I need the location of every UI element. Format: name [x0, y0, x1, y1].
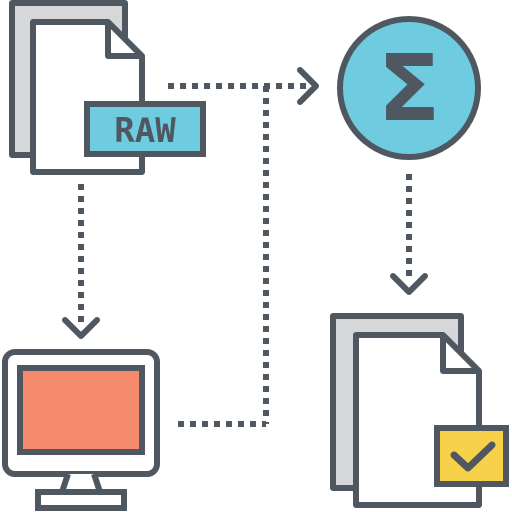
check-badge	[434, 425, 509, 487]
monitor-screen	[17, 365, 145, 455]
sigma-process-icon: Σ	[337, 16, 481, 160]
verified-file-icon	[330, 313, 509, 508]
sigma-symbol: Σ	[378, 35, 441, 142]
arrowhead-to-sigma	[297, 67, 319, 105]
arrowhead-to-file	[390, 273, 428, 295]
raw-badge	[84, 101, 206, 157]
raw-file-icon: RAW	[9, 0, 206, 175]
raw-badge-label: RAW	[114, 111, 176, 151]
sigma-circle	[337, 16, 481, 160]
connectors	[62, 67, 428, 427]
raw-file-fold	[105, 22, 142, 59]
monitor-base	[35, 489, 127, 511]
arrowhead-to-monitor	[62, 317, 100, 339]
checkmark-icon	[450, 441, 496, 472]
verified-file-fold	[440, 335, 479, 374]
computer-monitor-icon	[2, 349, 160, 511]
